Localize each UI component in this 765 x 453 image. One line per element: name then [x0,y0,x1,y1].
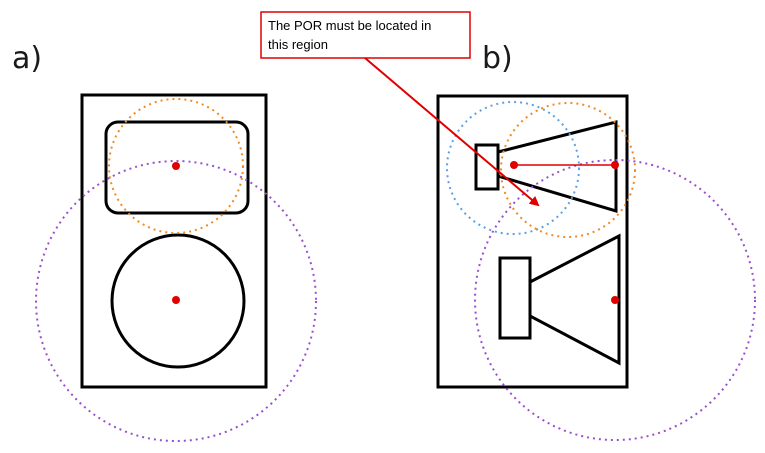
callout-text-line1: The POR must be located in [268,18,431,33]
woofer-circle-a [110,233,246,369]
purple-dotted-circle-b [474,159,756,441]
panel-b: b) [436,41,756,441]
callout-arrow [364,57,540,207]
blue-dotted-circle-b [446,101,580,235]
tweeter-horn-b [496,120,618,214]
horn-center-point-a [172,162,180,170]
woofer-cone-b [528,233,621,366]
horn-box-a [104,120,250,215]
speaker-cabinet-a [80,93,268,389]
panel-a: a) [12,41,317,442]
callout: The POR must be located in this region [260,11,540,207]
woofer-center-point-a [172,296,180,304]
speaker-cabinet-b [436,94,629,389]
woofer-point-b [611,296,619,304]
orange-dotted-circle-b [500,102,636,238]
panel-b-label: b) [482,41,513,76]
callout-text-line2: this region [268,37,328,52]
woofer-magnet-b [498,256,532,340]
tweeter-mouth-point-b [611,161,619,169]
panel-a-label: a) [12,41,42,76]
purple-dotted-circle-a [35,160,317,442]
orange-dotted-circle-a [108,98,244,234]
tweeter-throat-point-b [510,161,518,169]
